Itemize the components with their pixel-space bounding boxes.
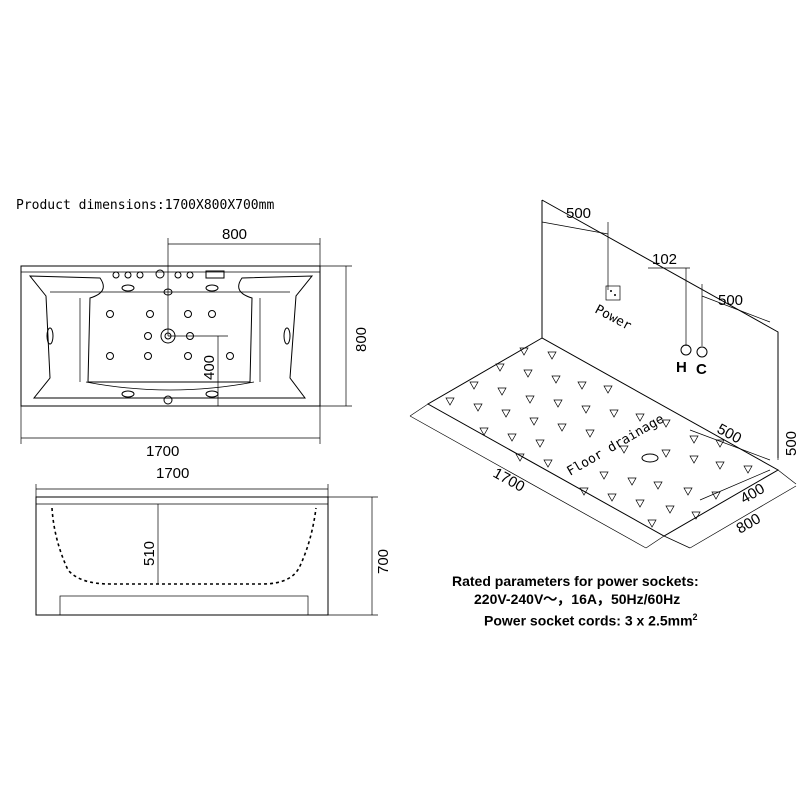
wall-500-label: 500	[566, 205, 591, 222]
params-line2-text: Power socket cords: 3 x 2.5mm	[484, 612, 693, 629]
params-line2: Power socket cords: 3 x 2.5mm2	[452, 608, 699, 630]
side-width-dim-label: 1700	[156, 465, 189, 482]
installation-view: 500 Power 102 500 H C 500 Floo	[409, 199, 800, 549]
power-parameters: Rated parameters for power sockets: 220V…	[452, 572, 699, 630]
cold-label: C	[696, 361, 707, 378]
cold-water-icon	[696, 346, 708, 358]
drain-500-label: 500	[714, 421, 744, 448]
top-inner-dim-label: 800	[222, 226, 247, 243]
jets	[46, 284, 291, 405]
length-1700-label: 1700	[490, 465, 527, 496]
top-width-dim-label: 1700	[146, 443, 179, 460]
top-depth-dim-label: 800	[353, 327, 370, 352]
control-panel	[112, 269, 225, 279]
side-depth-dim-label: 510	[141, 541, 158, 566]
side-view: 1700 510 700	[35, 465, 392, 616]
tub-outline-side	[35, 496, 329, 616]
top-center-dim-label: 400	[201, 355, 218, 380]
height-500-label: 500	[783, 431, 800, 456]
tub-outline-inner	[28, 275, 314, 399]
hot-water-icon	[680, 344, 692, 356]
hot-label: H	[676, 359, 687, 376]
floor-pattern	[445, 347, 753, 528]
spacing-102-label: 102	[652, 251, 677, 268]
drain-400-label: 400	[738, 480, 768, 507]
product-dimensions-title: Product dimensions:1700X800X700mm	[16, 198, 274, 213]
inner-basin-dashed	[51, 507, 317, 585]
floor-drain-icon	[641, 453, 659, 463]
params-line1: 220V-240V～，16A，50Hz/60Hz	[474, 591, 681, 607]
power-socket-icon	[605, 285, 621, 301]
depth-800-label: 800	[734, 510, 764, 537]
top-view: 800 400 800 1700	[20, 226, 370, 460]
wall-500b-label: 500	[718, 292, 743, 309]
side-height-dim-label: 700	[375, 549, 392, 574]
params-line2-sup: 2	[692, 612, 698, 622]
params-heading: Rated parameters for power sockets:	[452, 573, 699, 589]
floor-drainage-label: Floor drainage	[565, 412, 668, 480]
tub-outline-top	[20, 265, 321, 407]
power-label: Power	[592, 302, 634, 334]
